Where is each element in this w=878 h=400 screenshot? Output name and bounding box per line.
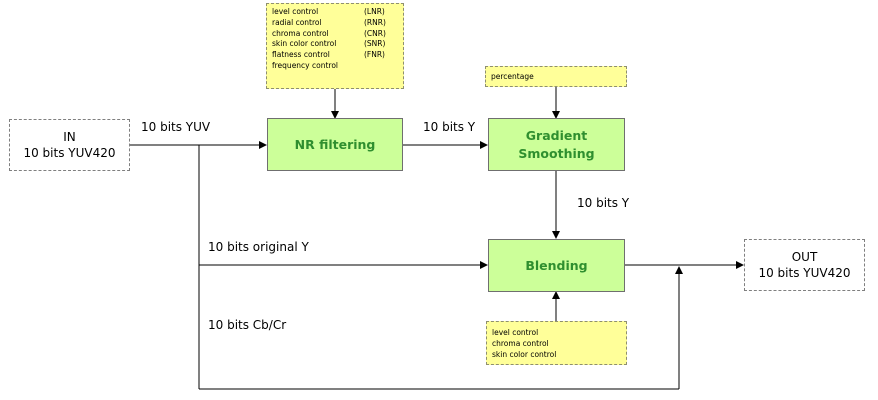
edge-label-cbcr: 10 bits Cb/Cr [208,318,287,332]
blend-controls-note: level control chroma control skin color … [486,321,627,365]
edge-label-grad-to-blend: 10 bits Y [577,196,630,210]
nr-filtering-block: NR filtering [267,118,403,171]
nr-controls-note: level control(LNR) radial control(RNR) c… [266,3,404,89]
input-node: IN 10 bits YUV420 [9,119,130,171]
output-format: 10 bits YUV420 [758,266,851,280]
nr-control-item: flatness control(FNR) [272,50,385,60]
blending-block: Blending [488,239,625,292]
gradient-smoothing-block: Gradient Smoothing [488,118,625,171]
gradient-label-1: Gradient [525,127,588,143]
input-title: IN [63,130,76,144]
blend-control-item: level control [492,328,539,337]
blend-control-item: chroma control [492,338,549,348]
nr-control-item: level control(LNR) [272,7,385,16]
edge-label-orig-y: 10 bits original Y [208,240,309,254]
nr-control-item: frequency control [272,60,338,70]
output-title: OUT [791,250,818,264]
edge-label-in-to-nr: 10 bits YUV [141,120,211,134]
output-node: OUT 10 bits YUV420 [744,239,865,291]
nr-control-item: radial control(RNR) [272,17,386,27]
blending-label: Blending [525,257,588,273]
percentage-note: percentage [485,66,627,87]
percentage-label: percentage [491,72,534,81]
edge-label-nr-to-grad: 10 bits Y [423,120,476,134]
gradient-label-2: Smoothing [518,145,595,161]
input-format: 10 bits YUV420 [23,146,116,160]
nr-control-item: chroma control(CNR) [272,28,386,38]
nr-control-item: skin color control(SNR) [272,39,386,49]
blend-control-item: skin color control [492,349,557,359]
nr-filtering-label: NR filtering [294,136,376,152]
